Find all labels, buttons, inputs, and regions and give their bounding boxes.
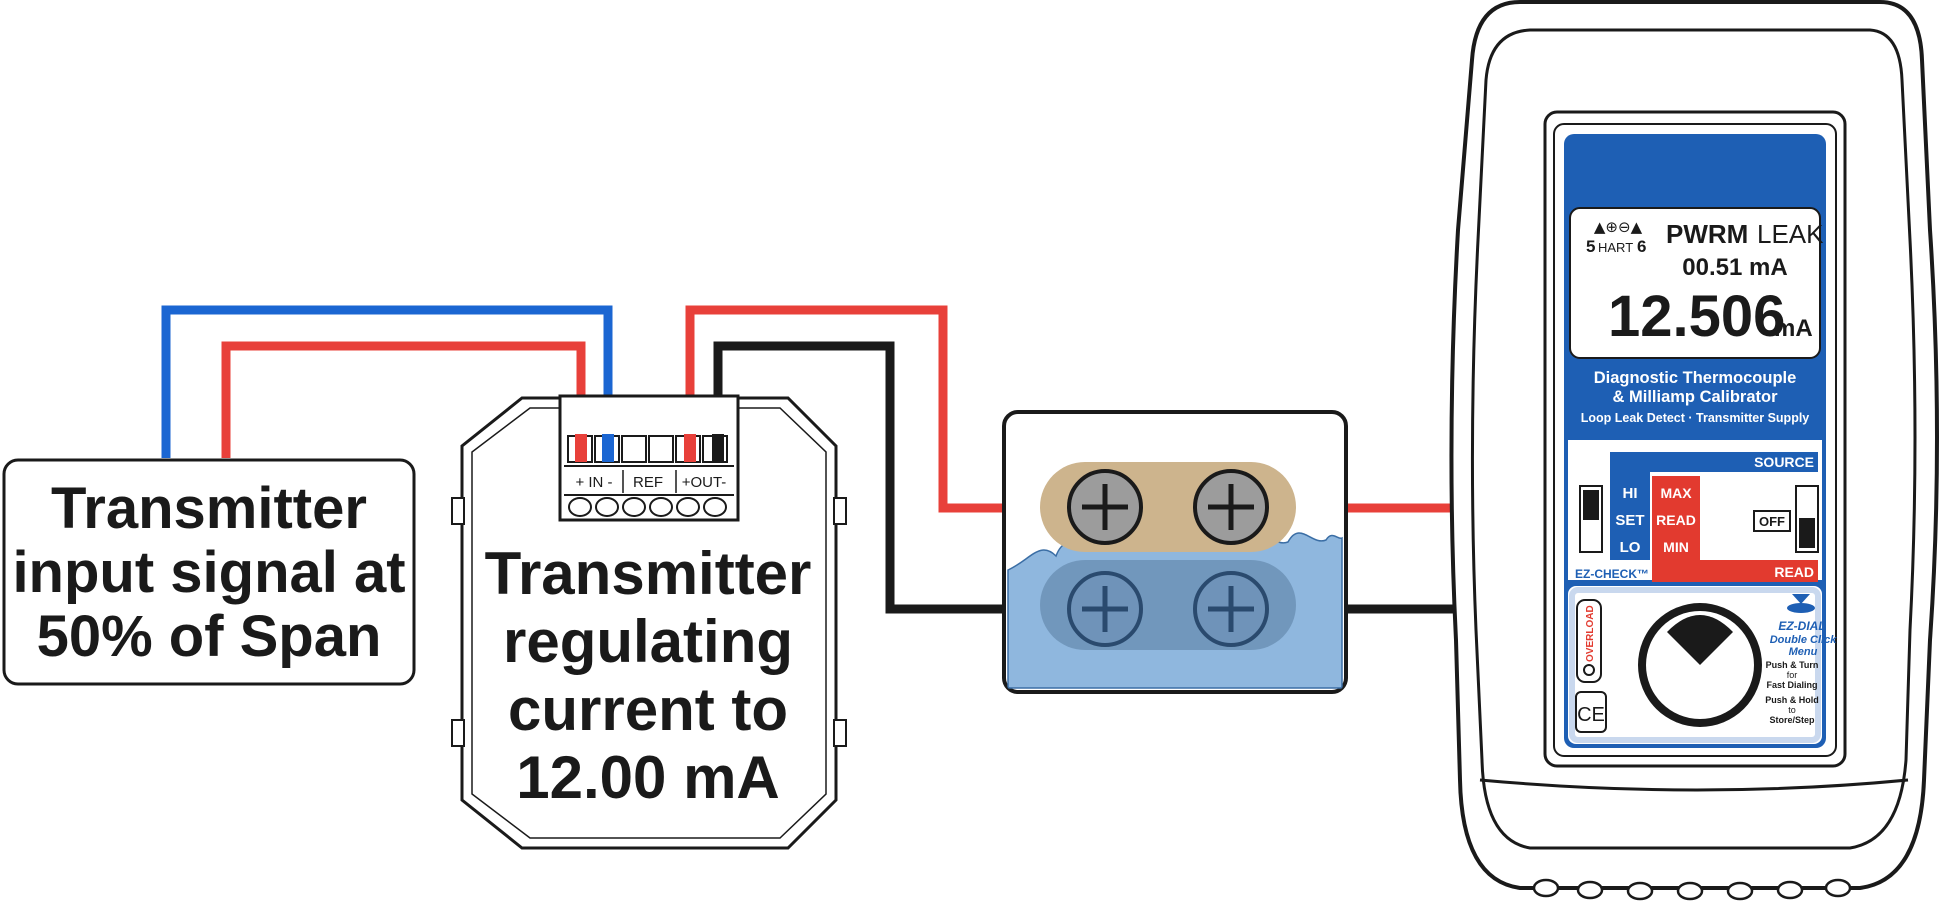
double-click-label: Double Click: [1770, 634, 1838, 646]
title-line-3: Loop Leak Detect · Transmitter Supply: [1581, 411, 1810, 425]
source-panel: [1610, 452, 1818, 560]
hi-label: HI: [1623, 485, 1638, 502]
push-hold-line-3: Store/Step: [1769, 715, 1815, 725]
menu-label: Menu: [1789, 646, 1818, 658]
screw-top-right: [1193, 469, 1269, 545]
overload-label: OVERLOAD: [1585, 605, 1596, 662]
push-turn-line-1: Push & Turn: [1766, 660, 1819, 670]
push-turn-line-3: Fast Dialing: [1766, 680, 1817, 690]
off-label: OFF: [1759, 514, 1785, 529]
hart-right: 6: [1637, 237, 1646, 256]
screw-bottom-right: [1193, 571, 1269, 647]
junction-box: [1002, 410, 1348, 694]
transmitter: + IN - REF +OUT- Transmitter regulating …: [451, 394, 847, 850]
read-panel: [1652, 476, 1818, 582]
read-label: READ: [1774, 564, 1814, 580]
ez-dial-label: EZ-DIAL: [1778, 619, 1825, 633]
lo-label: LO: [1620, 539, 1641, 556]
terminal-screws: [568, 497, 727, 517]
transmitter-line-4: 12.00 mA: [516, 744, 780, 811]
transmitter-line-3: current to: [508, 676, 788, 743]
ez-dial-logo-icon: [1792, 594, 1810, 604]
input-box-line-2: input signal at: [12, 540, 405, 605]
overload-indicator: [1576, 599, 1602, 683]
hart-left: 5: [1586, 237, 1595, 256]
title-line-2: & Milliamp Calibrator: [1612, 388, 1778, 406]
push-hold-line-2: to: [1788, 705, 1796, 715]
transmitter-body: [460, 396, 838, 850]
min-label: MIN: [1663, 539, 1689, 555]
screw-top-left: [1067, 469, 1143, 545]
main-reading: 12.506: [1608, 284, 1785, 349]
transmitter-line-1: Transmitter: [485, 540, 812, 607]
terminal-label-ref: REF: [633, 474, 663, 491]
blue-wire: [161, 305, 613, 458]
hart-label: HART: [1598, 240, 1633, 255]
read-switch[interactable]: [1795, 485, 1819, 553]
push-hold-line-1: Push & Hold: [1765, 695, 1819, 705]
input-box-line-3: 50% of Span: [37, 604, 382, 669]
calibrator: ▲⊕⊖▲ 5 HART 6 PWRM LEAK 00.51 mA 12.506 …: [1449, 0, 1939, 901]
terminal-label-in: + IN -: [575, 474, 612, 491]
input-box-line-1: Transmitter: [51, 476, 367, 541]
mode-label: PWRM: [1666, 219, 1748, 249]
source-switch[interactable]: [1579, 485, 1603, 553]
read-mode-label: READ: [1656, 512, 1696, 528]
set-label: SET: [1615, 512, 1644, 529]
ce-mark: CE: [1577, 704, 1605, 726]
title-line-1: Diagnostic Thermocouple: [1594, 369, 1797, 387]
transmitter-line-2: regulating: [503, 608, 793, 675]
source-label: SOURCE: [1754, 454, 1814, 470]
leak-label: LEAK: [1757, 219, 1824, 249]
screw-bottom-left: [1067, 571, 1143, 647]
lcd-display: [1569, 207, 1821, 359]
input-signal-box: Transmitter input signal at 50% of Span: [2, 458, 416, 686]
ez-check-label: EZ-CHECK™: [1575, 567, 1649, 581]
max-label: MAX: [1660, 485, 1692, 501]
leak-value: 00.51 mA: [1682, 254, 1787, 281]
main-unit: mA: [1774, 315, 1813, 342]
ez-dial-knob[interactable]: [1638, 603, 1762, 727]
push-turn-line-2: for: [1787, 670, 1798, 680]
hart-arrows: ▲⊕⊖▲: [1594, 218, 1643, 236]
terminal-label-out: +OUT-: [682, 474, 727, 491]
